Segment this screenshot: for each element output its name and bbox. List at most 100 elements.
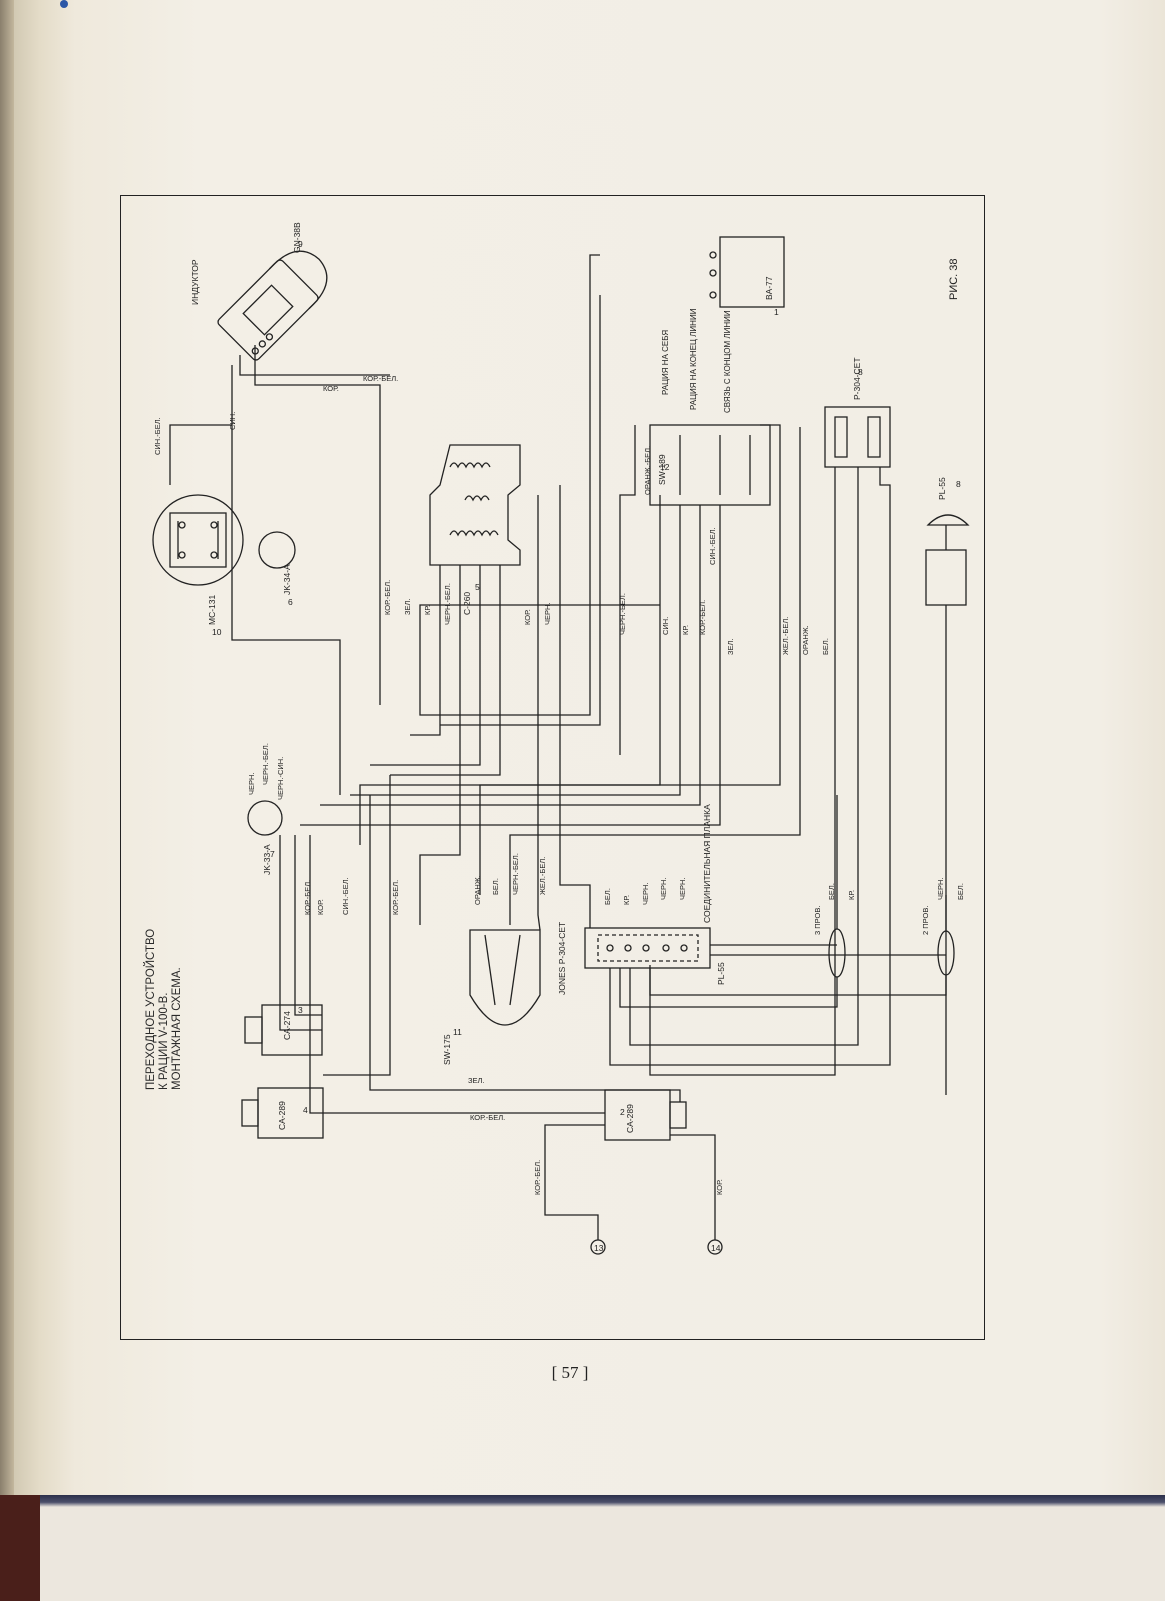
wire-label: КОР.-БЕЛ. (363, 374, 398, 383)
book-cover-edge (40, 1495, 1165, 1507)
wire-label: КОР.-БЕЛ. (383, 580, 392, 615)
wire-label: БЕЛ. (956, 883, 965, 900)
wire-label: КОР.-БЕЛ. (698, 600, 707, 635)
wire-label: КОР.-БЕЛ. (470, 1113, 505, 1122)
wire-label: ЧЕРН.-БЕЛ. (618, 593, 627, 635)
wire-label: СИН. (228, 412, 237, 430)
wire-label: ЧЕРН.-БЕЛ. (443, 583, 452, 625)
connector-ca289-right (604, 1089, 671, 1141)
transformer-c260 (429, 444, 521, 566)
wire-label: ЧЕРН. (543, 602, 552, 625)
wire-label: ЧЕРН. (678, 877, 687, 900)
label-jk33: JK-33-A (262, 844, 272, 875)
wire-label: ЧЕРН.-СИН. (276, 757, 285, 800)
wire-label: КОР. (715, 1179, 724, 1195)
wire-label: КОР. (323, 384, 339, 393)
label-sw189: SW-189 (657, 454, 667, 485)
jack-jk34a (258, 531, 296, 569)
label-jones-plank: СОЕДИНИТЕЛЬНАЯ ПЛАНКА (702, 804, 712, 923)
wire-label: ОРАНЖ. (801, 625, 810, 655)
switch-label-3: СВЯЗЬ С КОНЦОМ ЛИНИИ (723, 310, 732, 413)
switch-sw175 (469, 929, 541, 1026)
wire-label: ЧЕРН.-БЕЛ. (261, 743, 270, 785)
microphone-mc131 (152, 494, 244, 586)
wire-label: СИН.-БЕЛ. (341, 877, 350, 915)
label-ca274-num: 3 (298, 1005, 303, 1015)
book-spine-corner (0, 1495, 40, 1601)
label-mc: MC-131 (207, 594, 217, 625)
label-jones-pl: PL-55 (716, 962, 726, 985)
battery-ba77 (719, 236, 785, 308)
wire-label: ЧЕРН. (936, 877, 945, 900)
wiring-schematic: GN-38B ИНДУКТОР BA-77 MC-131 JK-34-A C-2… (152, 222, 970, 1255)
wire-labels: КОР.-БЕЛ. КОР. СИН.-БЕЛ. СИН. КОР.-БЕЛ. … (153, 374, 965, 1195)
label-c260-num: 5 (475, 582, 480, 592)
diagram-frame (120, 195, 985, 1340)
label-pl55-num: 8 (956, 479, 961, 489)
wire-label: ЖЕЛ.-БЕЛ. (538, 857, 547, 895)
wire-label: СИН.-БЕЛ. (153, 417, 162, 455)
wire-label: КОР.-БЕЛ. (303, 880, 312, 915)
label-ba-num: 1 (774, 307, 779, 317)
label-sw189-num: 12 (660, 462, 670, 472)
inductor-gn38b (217, 250, 328, 361)
label-gn: GN-38B (292, 222, 302, 253)
jack-jk33a (247, 800, 283, 836)
wire-label: КОР.-БЕЛ. (391, 880, 400, 915)
wire-label: ЗЕЛ. (468, 1076, 485, 1085)
wire-label: 2 ПРОВ. (921, 906, 930, 935)
wire-label: КР. (423, 605, 432, 615)
switch-sw189 (649, 424, 771, 506)
wire-label: ЧЕРН. (247, 772, 256, 795)
wire-label: ЖЕЛ.-БЕЛ. (781, 617, 790, 655)
wire-label: СИН.-БЕЛ. (708, 527, 717, 565)
label-c260: C-260 (462, 592, 472, 615)
wire-label: БЕЛ. (491, 878, 500, 895)
scan-mark (60, 0, 68, 8)
label-gn-num: 9 (298, 239, 303, 249)
component-labels: GN-38B ИНДУКТОР BA-77 MC-131 JK-34-A C-2… (190, 222, 961, 1253)
book-bottom-edge (0, 1495, 1165, 1601)
book-spine-shadow (0, 0, 14, 1500)
wire-label: БЕЛ. (827, 883, 836, 900)
label-jk33-num: 7 (270, 849, 275, 859)
label-term13: 13 (594, 1243, 604, 1253)
switch-label-1: РАЦИЯ НА СЕБЯ (661, 330, 670, 395)
wire-label: БЕЛ. (603, 888, 612, 905)
wire-bundle (169, 254, 947, 1240)
label-jk34: JK-34-A (282, 564, 292, 595)
wire-label: КР. (847, 890, 856, 900)
wire-label: КОР.-БЕЛ. (533, 1160, 542, 1195)
label-ca289a-num: 4 (303, 1105, 308, 1115)
wire-label: БЕЛ. (821, 638, 830, 655)
wire-label: ЧЕРН.-БЕЛ. (511, 853, 520, 895)
label-sw175-num: 11 (453, 1027, 462, 1037)
wire-label: КР. (681, 625, 690, 635)
label-ca289a: CA-289 (277, 1101, 287, 1130)
wire-label: КР. (622, 895, 631, 905)
label-ca274: CA-274 (282, 1011, 292, 1040)
page-number: [ 57 ] (551, 1363, 589, 1382)
label-mc-num: 10 (212, 627, 222, 637)
label-p304: P-304-CET (852, 357, 862, 400)
wire-label: ОРАНЖ. (473, 875, 482, 905)
label-ba: BA-77 (764, 276, 774, 300)
wire-label: СИН. (661, 617, 670, 635)
label-jk34-num: 6 (288, 597, 293, 607)
label-jones: JONES P-304-CET (557, 922, 567, 995)
wire-label: ЗЕЛ. (726, 638, 735, 655)
label-ca289b-num: 2 (620, 1107, 625, 1117)
label-sw175: SW-175 (442, 1034, 452, 1065)
switch-label-2: РАЦИЯ НА КОНЕЦ ЛИНИИ (689, 308, 698, 410)
connector-jones (584, 927, 711, 969)
wire-label: КОР. (523, 609, 532, 625)
label-pl55: PL-55 (937, 477, 947, 500)
label-inductor: ИНДУКТОР (190, 259, 200, 305)
label-p304-num: 8 (858, 367, 863, 377)
wire-label: ЗЕЛ. (403, 598, 412, 615)
label-ca289b: CA-289 (625, 1104, 635, 1133)
label-term14: 14 (711, 1243, 721, 1253)
wire-label: КОР. (316, 899, 325, 915)
wire-label: ЧЕРН. (659, 877, 668, 900)
